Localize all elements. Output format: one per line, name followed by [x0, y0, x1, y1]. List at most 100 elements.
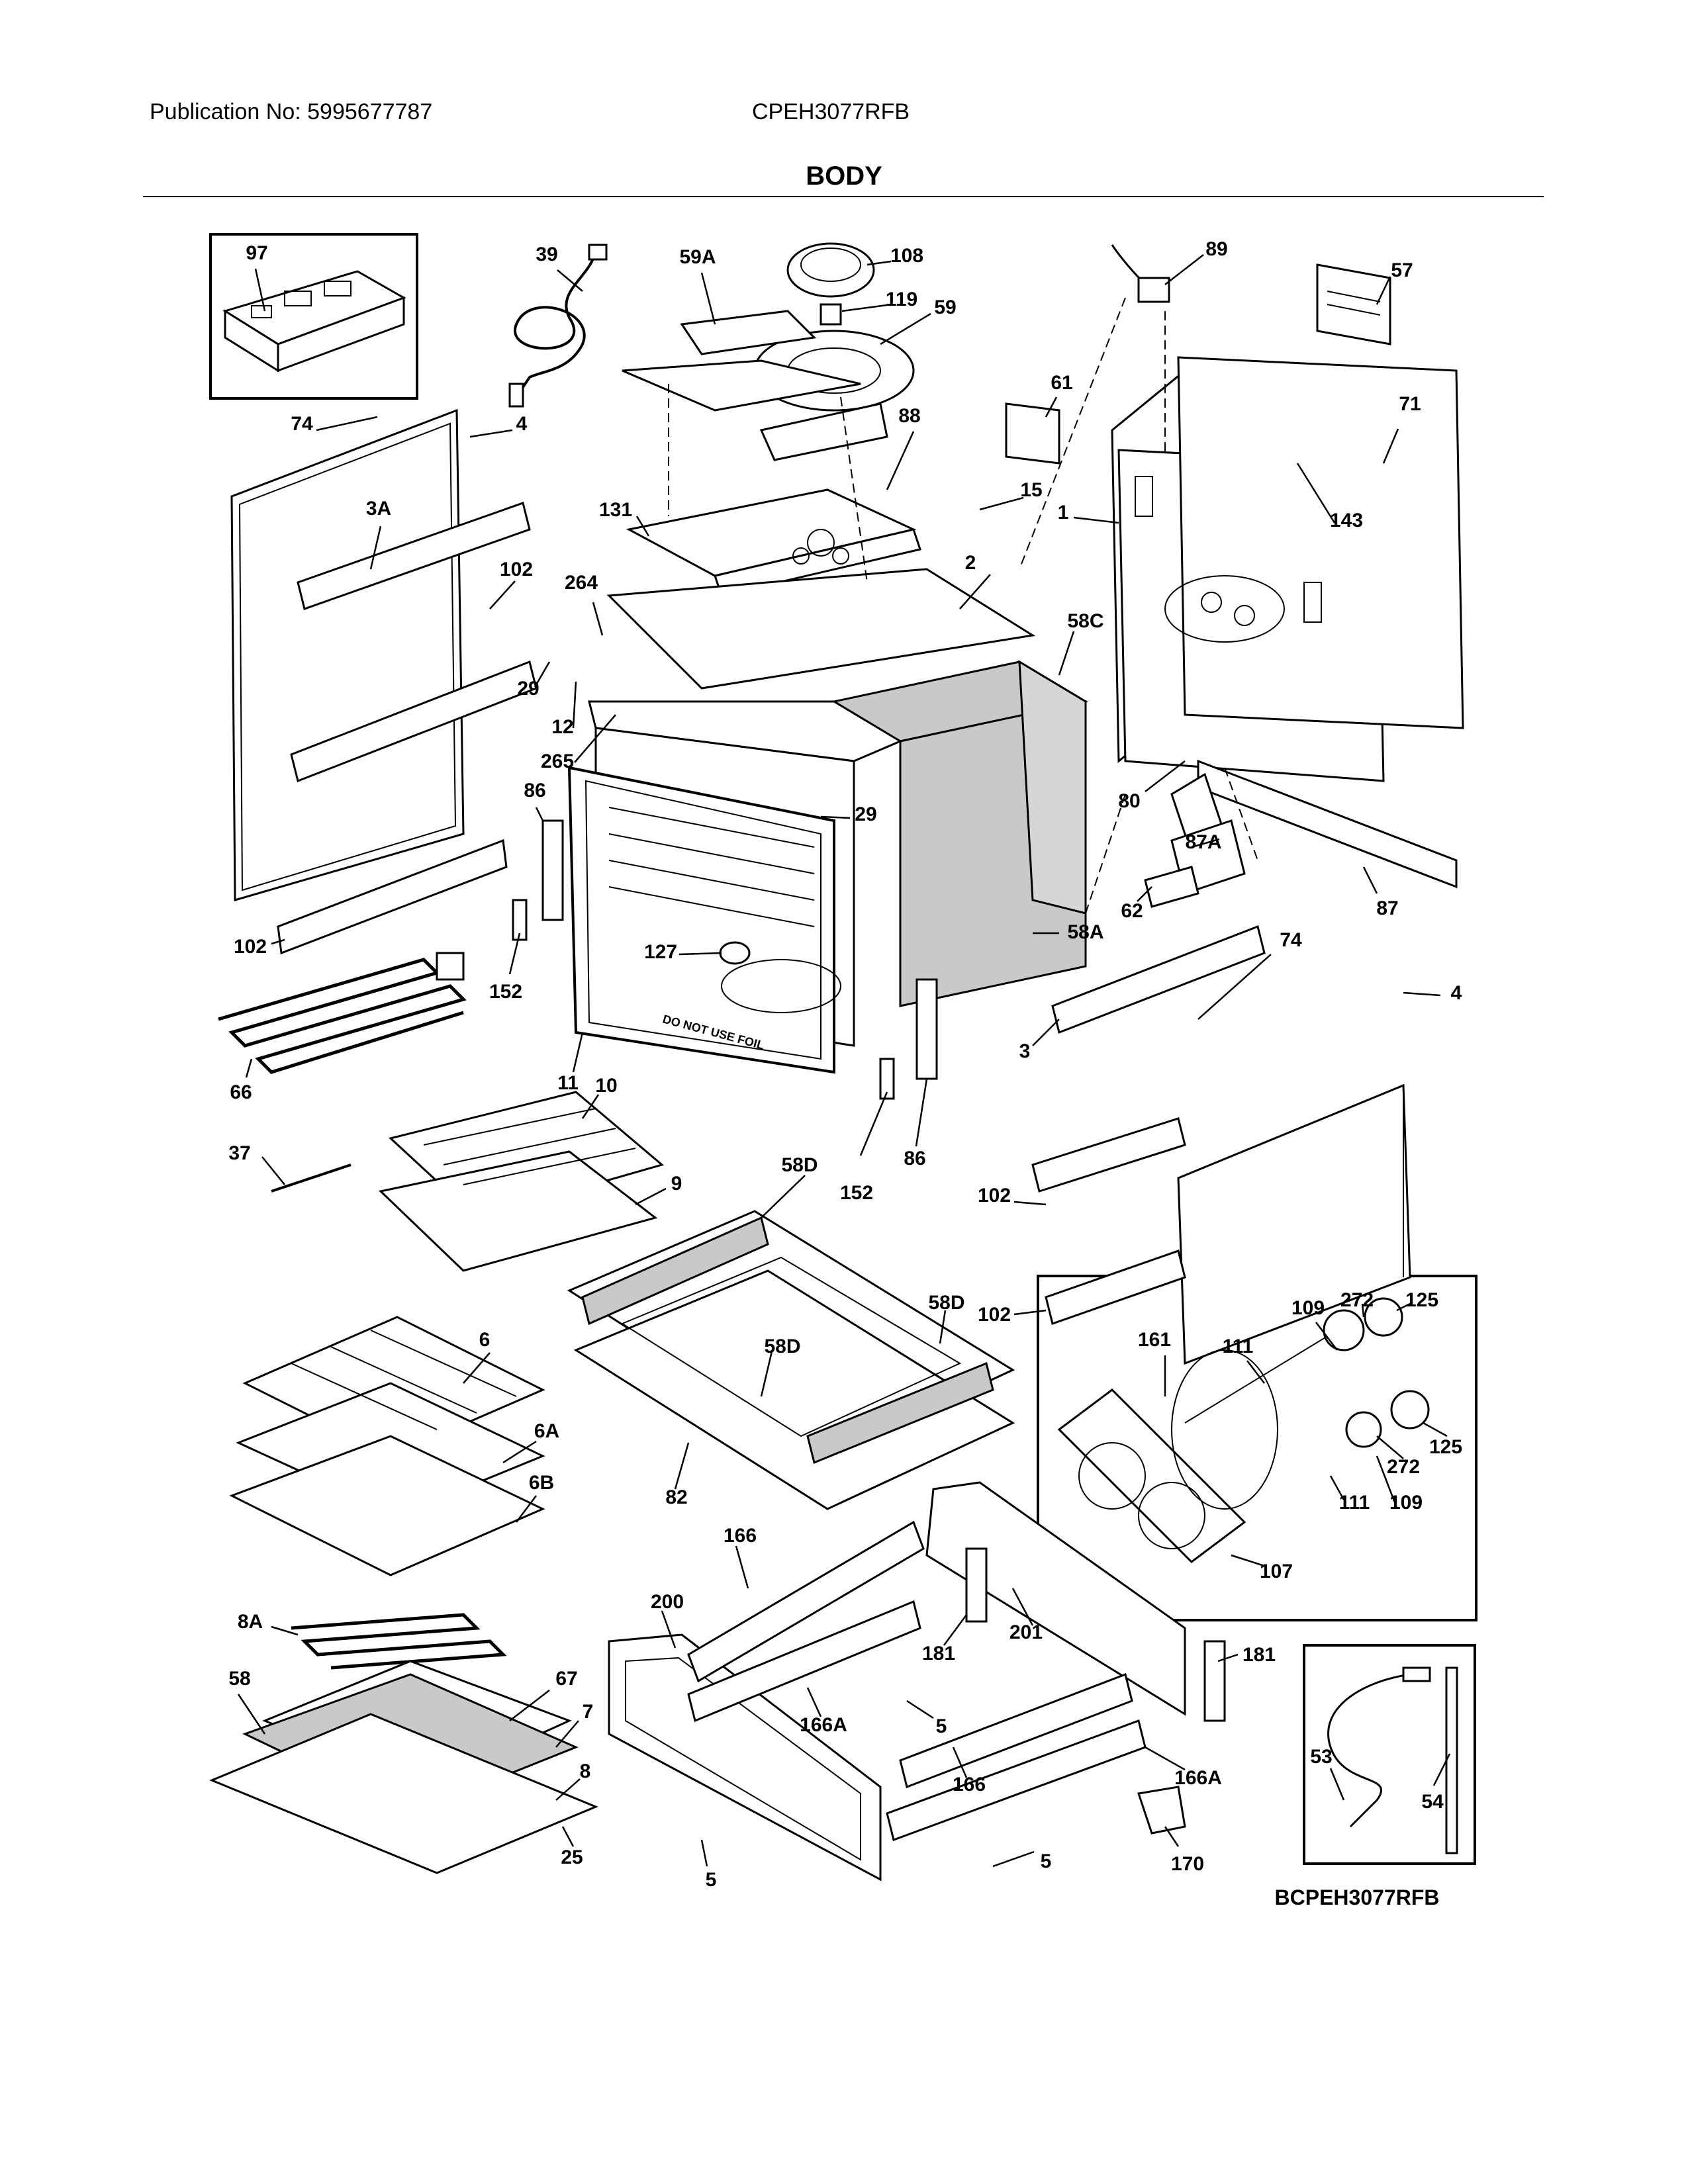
- callout-label: 15: [1020, 479, 1042, 501]
- convection-fan-part: [1057, 1297, 1430, 1563]
- rear-channel-part: [1144, 759, 1458, 908]
- callout-label: 58D: [764, 1336, 800, 1357]
- callout-label: 272: [1387, 1456, 1420, 1478]
- callout-label: 265: [541, 751, 574, 772]
- callout-label: 58A: [1067, 921, 1103, 943]
- callout-label: 4: [1451, 982, 1462, 1004]
- callout-label: 1: [1058, 502, 1069, 523]
- callout-label: 87A: [1185, 831, 1221, 853]
- callout-label: 108: [890, 245, 923, 267]
- alignment-lines: [668, 297, 1258, 914]
- callout-label: 107: [1260, 1561, 1293, 1582]
- callout-label: 125: [1405, 1289, 1438, 1311]
- callout-label: 170: [1171, 1853, 1204, 1875]
- callout-label: 80: [1118, 790, 1140, 812]
- sensor-part: [1327, 1666, 1458, 1854]
- header-rule: [143, 196, 1544, 197]
- callout-label: 86: [524, 780, 545, 801]
- section-title: BODY: [806, 161, 882, 191]
- callout-label: 11: [557, 1072, 579, 1094]
- callout-label: 3: [1019, 1040, 1031, 1062]
- callout-label: 119: [886, 289, 917, 310]
- callout-leaders: [237, 254, 1451, 1868]
- callout-label: 39: [536, 244, 557, 265]
- callout-label: 3A: [366, 498, 391, 520]
- callout-label: 53: [1310, 1746, 1332, 1768]
- callout-label: 166A: [800, 1714, 847, 1736]
- callout-label: 67: [555, 1668, 577, 1690]
- callout-label: 6B: [529, 1472, 554, 1494]
- callout-label: 87: [1376, 897, 1398, 919]
- callout-label: 5: [706, 1869, 717, 1891]
- callout-label: 181: [922, 1643, 955, 1664]
- callout-label: 111: [1339, 1492, 1370, 1514]
- callout-label: 102: [978, 1304, 1011, 1326]
- callout-label: 5: [1041, 1850, 1052, 1872]
- callout-label: 111: [1223, 1336, 1254, 1357]
- diagram-code: BCPEH3077RFB: [1275, 1886, 1440, 1909]
- inset-box-sensor: [1303, 1644, 1476, 1865]
- callout-label: 74: [1280, 929, 1302, 951]
- callout-label: 58C: [1067, 610, 1103, 632]
- callout-label: 10: [595, 1075, 617, 1097]
- bake-element-part: [209, 1613, 598, 1874]
- callout-label: 127: [644, 941, 677, 963]
- callout-label: 62: [1121, 900, 1143, 922]
- callout-label: 109: [1389, 1492, 1423, 1514]
- callout-label: 58D: [928, 1292, 964, 1314]
- callout-label: 4: [516, 413, 528, 435]
- callout-label: 58: [228, 1668, 250, 1690]
- callout-label: 6: [479, 1329, 491, 1351]
- callout-label: 272: [1340, 1289, 1374, 1311]
- callout-label: 97: [246, 242, 267, 264]
- callout-label: 200: [651, 1591, 684, 1613]
- callout-label: 71: [1399, 393, 1421, 415]
- callout-label: 7: [583, 1701, 594, 1723]
- callout-label: 74: [291, 413, 313, 435]
- callout-label: 29: [855, 803, 876, 825]
- callout-label: 152: [489, 981, 522, 1003]
- callout-label: 143: [1330, 510, 1363, 531]
- callout-label: 8A: [238, 1611, 263, 1633]
- callout-label: 102: [234, 936, 267, 958]
- model-number: CPEH3077RFB: [752, 99, 910, 124]
- callout-label: 6A: [534, 1420, 559, 1442]
- callout-label: 89: [1205, 238, 1227, 260]
- callout-label: 8: [580, 1760, 591, 1782]
- callout-label: 166: [953, 1774, 986, 1796]
- callout-label: 181: [1243, 1644, 1276, 1666]
- callout-label: 125: [1429, 1436, 1462, 1458]
- callout-label: 102: [978, 1185, 1011, 1206]
- probe-part: [271, 1163, 352, 1193]
- callout-label: 59A: [679, 246, 716, 268]
- callout-label: 59: [934, 296, 956, 318]
- callout-label: 57: [1391, 259, 1413, 281]
- callout-label: 61: [1051, 372, 1072, 394]
- callout-label: 88: [898, 405, 920, 427]
- callout-label: 166: [724, 1525, 757, 1547]
- top-cover-part: [606, 488, 1036, 690]
- callout-label: 102: [500, 559, 533, 580]
- callout-label: 166A: [1174, 1767, 1222, 1789]
- left-side-panel-part: [230, 408, 538, 955]
- callout-label: 58D: [781, 1154, 818, 1176]
- callout-label: 66: [230, 1081, 252, 1103]
- oven-racks-part: [229, 1316, 545, 1576]
- callout-label: 131: [599, 499, 632, 521]
- callout-label: 152: [840, 1182, 873, 1204]
- callout-label: 2: [965, 552, 976, 574]
- callout-label: 37: [228, 1142, 250, 1164]
- broiler-pan-part: [378, 1091, 665, 1272]
- bracket-part: [1005, 244, 1170, 465]
- blower-assembly-part: [622, 242, 915, 461]
- callout-label: 29: [517, 678, 539, 700]
- power-cord-part: [508, 244, 608, 408]
- front-frame-part: [608, 1481, 1226, 1882]
- hinge-part: [512, 819, 938, 1100]
- callout-label: 109: [1291, 1297, 1325, 1319]
- callout-label: 9: [671, 1173, 682, 1195]
- callout-label: 54: [1421, 1791, 1444, 1813]
- inset-box-control-board: [209, 233, 418, 400]
